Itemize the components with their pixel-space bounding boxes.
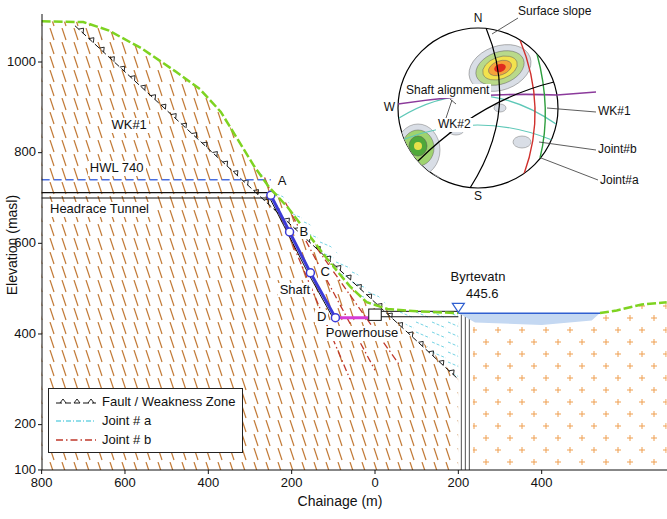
legend-sample-line [56, 439, 96, 441]
leader-lines [446, 18, 598, 180]
great-circles [398, 28, 557, 188]
y-tick [38, 424, 42, 425]
shaft-label: Shaft [278, 283, 312, 298]
ground-surface [600, 302, 667, 313]
stereonet-label: Shaft alignment [404, 84, 491, 98]
legend-sample [56, 397, 96, 407]
stereonet-label: Surface slope [518, 5, 591, 19]
axis-tick-label: 400 [197, 476, 219, 491]
joint-b-line [265, 178, 350, 380]
band-stroke [461, 313, 462, 470]
point-label: D [315, 310, 328, 325]
axis-tick-label: 800 [31, 476, 53, 491]
axis-title: Elevation (masl) [4, 195, 20, 295]
shaft-point [331, 314, 339, 322]
fault-label: WK#1 [109, 118, 148, 133]
ground-surface [42, 21, 459, 313]
y-tick [38, 243, 42, 244]
y-tick [38, 333, 42, 334]
legend-row: Joint # b [56, 430, 235, 449]
y-tick [38, 62, 42, 63]
tunnel-label: Headrace Tunnel [48, 202, 151, 217]
axis-tick-label: 600 [114, 476, 136, 491]
legend-sample [56, 435, 96, 445]
point-label: A [276, 174, 289, 189]
tailrace-line [381, 316, 458, 317]
stereonet-label: WK#2 [436, 118, 473, 132]
x-tick [291, 470, 292, 474]
powerhouse-label: Powerhouse [324, 326, 400, 341]
axis-tick-label: 200 [14, 417, 36, 432]
x-tick [375, 470, 376, 474]
tunnel-line [42, 192, 271, 193]
axis-tick-label: 1000 [7, 55, 36, 70]
compass-label: N [474, 12, 483, 26]
tunnel-line [42, 197, 271, 198]
y-axis [42, 14, 43, 470]
water-level-symbol [452, 303, 464, 312]
axis-tick-label: 0 [371, 476, 378, 491]
stereonet-label: Joint#a [600, 174, 639, 188]
jointed-zone [254, 166, 458, 379]
water-level-label: 445.6 [466, 287, 499, 302]
x-tick [208, 470, 209, 474]
water-level-label: HWL 740 [88, 161, 146, 176]
legend-text: Fault / Weakness Zone [102, 394, 235, 409]
weakness-band [458, 313, 473, 470]
axis-tick-label: 400 [14, 327, 36, 342]
compass-label: W [384, 101, 395, 115]
point-label: C [318, 265, 331, 280]
shaft-point [286, 228, 294, 236]
axis-title: Chainage (m) [298, 493, 383, 509]
water-level [458, 313, 600, 315]
y-tick [38, 152, 42, 153]
legend-sample-line [56, 420, 96, 422]
x-tick [541, 470, 542, 474]
x-tick [41, 470, 42, 474]
x-tick [458, 470, 459, 474]
shaft-point [306, 269, 314, 277]
granite [473, 302, 667, 470]
powerhouse [369, 309, 382, 320]
stereonet-label: Joint#b [598, 143, 637, 157]
axis-tick-label: 400 [531, 476, 553, 491]
axis-tick-label: 200 [447, 476, 469, 491]
legend-sample-ticks [60, 399, 94, 403]
axis-tick-label: 800 [14, 145, 36, 160]
point-label: B [298, 225, 311, 240]
stereonet-circle [398, 28, 558, 188]
rock-mass [42, 21, 459, 470]
legend-text: Joint # a [102, 413, 151, 428]
compass-label: S [474, 190, 482, 204]
axis-tick-label: 200 [281, 476, 303, 491]
stereonet-label: WK#1 [598, 105, 631, 119]
x-axis [42, 470, 667, 471]
legend-sample [56, 416, 96, 426]
legend-row: Fault / Weakness Zone [56, 392, 235, 411]
legend-sample-line [56, 402, 96, 403]
hwl-line [42, 179, 271, 181]
band-stroke [469, 313, 470, 470]
band-stroke [465, 313, 466, 470]
lake [458, 313, 600, 325]
great-circle-extension [557, 92, 596, 95]
legend-text: Joint # b [102, 432, 151, 447]
legend-row: Joint # a [56, 411, 235, 430]
legend-box: Fault / Weakness ZoneJoint # a Joint # b [48, 388, 243, 453]
pressure-tunnel [335, 316, 368, 319]
x-tick [124, 470, 125, 474]
stereonet-contours [396, 36, 547, 186]
lake-label: Byrtevatn [451, 270, 506, 285]
